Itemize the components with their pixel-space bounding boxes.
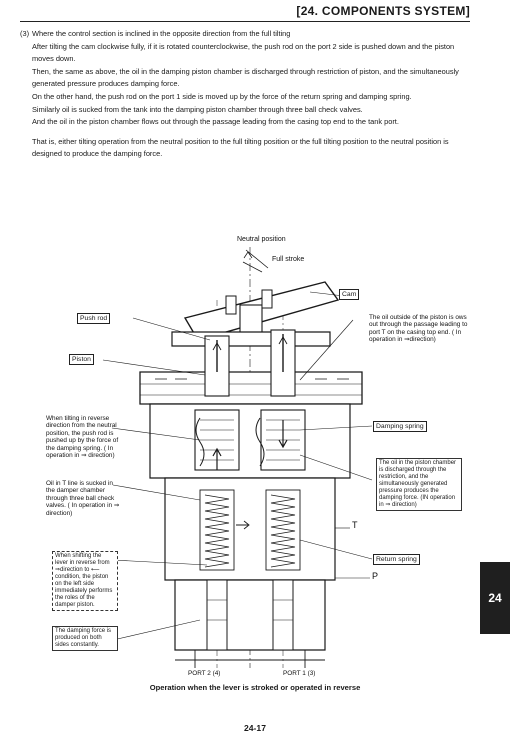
paragraph-0: Where the control section is inclined in…	[32, 29, 291, 38]
page-header: [24. COMPONENTS SYSTEM]	[296, 4, 470, 18]
paragraph-6: That is, either tilting operation from t…	[32, 136, 449, 159]
label-port-p: P	[372, 571, 379, 581]
paragraph-4: Similarly oil is sucked from the tank in…	[32, 104, 363, 114]
note-damping-force: The damping force is produced on both si…	[52, 626, 118, 651]
label-damping-spring: Damping spring	[373, 421, 427, 432]
label-piston: Piston	[69, 354, 94, 365]
header-rule	[20, 21, 470, 22]
paragraph-5: And the oil in the piston chamber flows …	[32, 117, 399, 127]
paragraph-1: After tilting the cam clockwise fully, i…	[32, 41, 455, 64]
section-number: (3)	[20, 29, 30, 38]
chapter-tab: 24	[480, 562, 510, 634]
figure-caption: Operation when the lever is stroked or o…	[149, 683, 361, 692]
paragraph-3: On the other hand, the push rod on the p…	[32, 91, 412, 101]
label-return-spring: Return spring	[373, 554, 420, 565]
label-port-2: PORT 2 (4)	[188, 670, 221, 677]
label-push-rod: Push rod	[77, 313, 111, 324]
label-full-stroke: Full stroke	[272, 256, 305, 263]
note-oil-piston-chamber: The oil in the piston chamber is dischar…	[376, 458, 462, 511]
note-oil-t-line: Oil in T line is sucked in the damper ch…	[46, 480, 120, 517]
body-text: (3) Where the control section is incline…	[20, 28, 472, 161]
note-tilting-reverse: When tilting in reverse direction from t…	[46, 415, 119, 460]
note-shifting-lever: When shifting the lever in reverse from …	[52, 551, 118, 611]
note-oil-outside: The oil outside of the piston is ows out…	[369, 314, 468, 344]
paragraph-2: Then, the same as above, the oil in the …	[32, 66, 459, 89]
label-port-t: T	[352, 520, 358, 530]
section-heading: (3) Where the control section is incline…	[20, 28, 472, 41]
label-cam: Cam	[339, 289, 360, 300]
label-neutral-position: Neutral position	[237, 236, 286, 243]
page-number: 24-17	[244, 723, 266, 733]
label-port-1: PORT 1 (3)	[283, 670, 316, 677]
